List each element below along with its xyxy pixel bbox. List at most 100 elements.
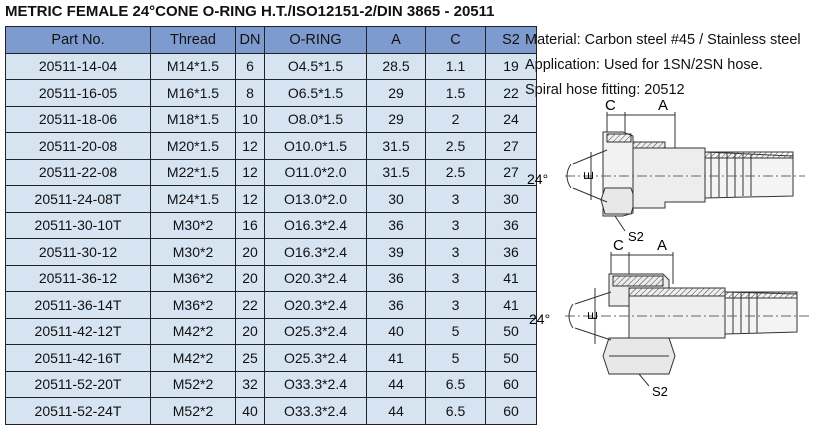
cell-thread: M18*1.5	[150, 105, 236, 133]
cell-c: 5	[425, 344, 486, 372]
cell-dn: 8	[235, 79, 265, 107]
bottom-label-angle: 24°	[529, 311, 550, 327]
cell-dn: 40	[235, 397, 265, 425]
cell-o-ring: O20.3*2.4	[264, 264, 367, 292]
fitting-drawing: C A 24° E S2 C A 24° E	[527, 97, 810, 399]
cell-a: 28.5	[366, 52, 426, 80]
cell-c: 2	[425, 105, 486, 133]
cell-o-ring: O33.3*2.4	[264, 370, 367, 398]
cell-c: 2.5	[425, 132, 486, 160]
cell-thread: M20*1.5	[150, 132, 236, 160]
cell-part-no: 20511-18-06	[5, 105, 151, 133]
cell-s2: 41	[485, 291, 537, 319]
cell-s2: 27	[485, 158, 537, 186]
cell-a: 31.5	[366, 158, 426, 186]
bottom-fitting-drawing	[565, 252, 810, 387]
cell-s2: 30	[485, 185, 537, 213]
header-a: A	[366, 26, 426, 54]
top-label-c: C	[605, 97, 616, 114]
cell-a: 36	[366, 264, 426, 292]
cell-a: 29	[366, 79, 426, 107]
cell-o-ring: O25.3*2.4	[264, 344, 367, 372]
cell-o-ring: O16.3*2.4	[264, 238, 367, 266]
cell-s2: 36	[485, 211, 537, 239]
cell-thread: M22*1.5	[150, 158, 236, 186]
cell-thread: M24*1.5	[150, 185, 236, 213]
cell-part-no: 20511-52-24T	[5, 397, 151, 425]
note-material: Material: Carbon steel #45 / Stainless s…	[525, 32, 801, 48]
cell-c: 6.5	[425, 370, 486, 398]
spec-table: Part No. Thread DN O-RING A C S2 20511-1…	[5, 26, 537, 425]
cell-o-ring: O8.0*1.5	[264, 105, 367, 133]
cell-dn: 12	[235, 132, 265, 160]
cell-part-no: 20511-22-08	[5, 158, 151, 186]
cell-o-ring: O16.3*2.4	[264, 211, 367, 239]
cell-s2: 60	[485, 397, 537, 425]
cell-o-ring: O4.5*1.5	[264, 52, 367, 80]
cell-c: 2.5	[425, 158, 486, 186]
cell-c: 3	[425, 211, 486, 239]
cell-dn: 6	[235, 52, 265, 80]
header-o-ring: O-RING	[264, 26, 367, 54]
cell-a: 36	[366, 211, 426, 239]
cell-a: 44	[366, 397, 426, 425]
cell-dn: 20	[235, 317, 265, 345]
cell-thread: M42*2	[150, 317, 236, 345]
cell-a: 44	[366, 370, 426, 398]
note-spiral-fitting: Spiral hose fitting: 20512	[525, 82, 685, 98]
cell-thread: M16*1.5	[150, 79, 236, 107]
cell-part-no: 20511-16-05	[5, 79, 151, 107]
cell-part-no: 20511-36-14T	[5, 291, 151, 319]
table-header-row: Part No. Thread DN O-RING A C S2	[5, 26, 537, 54]
cell-c: 1.1	[425, 52, 486, 80]
top-label-a: A	[658, 97, 668, 114]
top-label-angle: 24°	[527, 171, 548, 187]
cell-c: 3	[425, 185, 486, 213]
cell-thread: M52*2	[150, 397, 236, 425]
cell-a: 41	[366, 344, 426, 372]
cell-s2: 27	[485, 132, 537, 160]
cell-thread: M30*2	[150, 238, 236, 266]
cell-thread: M36*2	[150, 291, 236, 319]
header-c: C	[425, 26, 486, 54]
cell-s2: 36	[485, 238, 537, 266]
cell-dn: 10	[235, 105, 265, 133]
cell-o-ring: O13.0*2.0	[264, 185, 367, 213]
cell-part-no: 20511-20-08	[5, 132, 151, 160]
cell-a: 30	[366, 185, 426, 213]
header-part-no: Part No.	[5, 26, 151, 54]
cell-s2: 24	[485, 105, 537, 133]
header-s2: S2	[485, 26, 537, 54]
cell-dn: 22	[235, 291, 265, 319]
cell-c: 5	[425, 317, 486, 345]
cell-s2: 60	[485, 370, 537, 398]
cell-part-no: 20511-14-04	[5, 52, 151, 80]
note-application: Application: Used for 1SN/2SN hose.	[525, 57, 763, 73]
bottom-label-c: C	[613, 237, 624, 254]
cell-part-no: 20511-42-16T	[5, 344, 151, 372]
cell-c: 1.5	[425, 79, 486, 107]
cell-thread: M14*1.5	[150, 52, 236, 80]
cell-part-no: 20511-36-12	[5, 264, 151, 292]
bottom-label-a: A	[657, 237, 667, 254]
cell-part-no: 20511-24-08T	[5, 185, 151, 213]
cell-part-no: 20511-52-20T	[5, 370, 151, 398]
cell-dn: 20	[235, 238, 265, 266]
header-dn: DN	[235, 26, 265, 54]
cell-s2: 41	[485, 264, 537, 292]
cell-thread: M36*2	[150, 264, 236, 292]
cell-dn: 12	[235, 158, 265, 186]
page-title: METRIC FEMALE 24°CONE O-RING H.T./ISO121…	[5, 3, 495, 20]
cell-dn: 16	[235, 211, 265, 239]
header-thread: Thread	[150, 26, 236, 54]
